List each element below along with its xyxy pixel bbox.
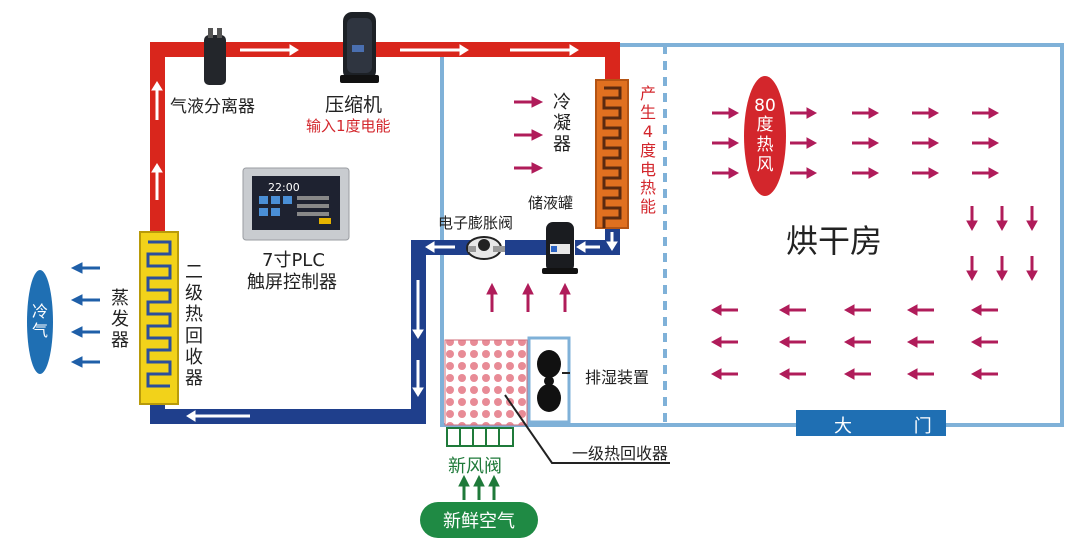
gate-box [796,410,946,436]
room-arrow-head [966,220,978,232]
compressor-icon [340,12,379,83]
primary-heat-recovery-block [444,339,528,426]
room-arrow-head [906,336,918,348]
room-arrow-head [806,107,818,119]
room-arrow-head [868,167,880,179]
condenser-coil [595,79,629,229]
drying-room-label: 烘干房 [786,222,883,260]
room-arrow-head [1026,220,1038,232]
gate-label: 大 门 [834,416,960,437]
cold-air-badge: 冷气 [27,270,53,374]
room-arrow-head [778,304,790,316]
room-arrow-head [710,368,722,380]
leader-lines [504,372,670,464]
room-arrow-head [970,336,982,348]
room-arrow-head [778,368,790,380]
expansion-valve-label: 电子膨胀阀 [438,214,514,232]
room-arrow-head [778,336,790,348]
compressor-input-label: 输入1度电能 [306,117,391,135]
room-arrow-head [906,304,918,316]
room-arrow-head [996,220,1008,232]
room-arrow-head [728,107,740,119]
room-arrow-head [966,270,978,282]
fresh-air-label: 新鲜空气 [443,511,515,532]
plc-sub-label: 触屏控制器 [247,272,337,293]
room-arrow-head [843,336,855,348]
fresh-air-arrows [458,474,500,500]
room-arrow-head [843,304,855,316]
gas-liquid-separator-label: 气液分离器 [170,97,255,117]
plc-label: 7寸PLC [262,250,325,271]
room-arrow-head [710,336,722,348]
pipe-flow-arrows [151,44,618,422]
cold-air-label: 冷气 [31,302,48,340]
room-arrow-head [988,107,1000,119]
room-arrow-head [728,167,740,179]
fresh-air-badge: 新鲜空气 [420,502,538,538]
recovery-up-arrows [486,282,571,312]
fresh-air-valve-grid [446,427,514,447]
compressor-label: 压缩机 [325,94,383,116]
dehumidifier-fan-icon [527,336,571,424]
room-arrow-head [928,137,940,149]
hot-refrigerant-pipe [150,42,620,240]
evaporator-label: 蒸发器 [111,288,129,352]
room-arrow-head [710,304,722,316]
primary-recovery-label: 一级热回收器 [572,444,669,463]
room-outline [440,43,1064,427]
room-arrow-head [868,107,880,119]
dehumidifier-label: 排湿装置 [585,368,650,387]
liquid-receiver-icon [542,222,578,274]
room-arrow-head [970,368,982,380]
room-arrow-head [928,107,940,119]
room-arrow-head [988,167,1000,179]
drying-room-air-arrows [710,107,1038,380]
room-arrow-head [806,137,818,149]
secondary-recovery-label: 二级热回收器 [185,262,203,390]
room-arrow-head [970,304,982,316]
room-arrow-head [988,137,1000,149]
cold-air-arrows [70,262,100,368]
expansion-valve-icon [466,236,505,260]
condenser-heat-arrows [514,96,544,174]
plc-screen-time: 22:00 [268,181,300,194]
room-arrow-head [843,368,855,380]
room-arrow-head [906,368,918,380]
room-arrow-head [928,167,940,179]
condenser-label: 冷凝器 [553,92,571,156]
fresh-air-valve-label: 新风阀 [448,456,502,477]
evaporator-coil [139,231,179,405]
gas-liquid-separator-icon [204,28,226,85]
room-arrow-head [806,167,818,179]
liquid-receiver-label: 储液罐 [528,194,574,212]
room-arrow-head [1026,270,1038,282]
room-arrow-head [728,137,740,149]
room-arrow-head [868,137,880,149]
room-arrow-head [996,270,1008,282]
plc-touchscreen-icon [242,167,350,241]
